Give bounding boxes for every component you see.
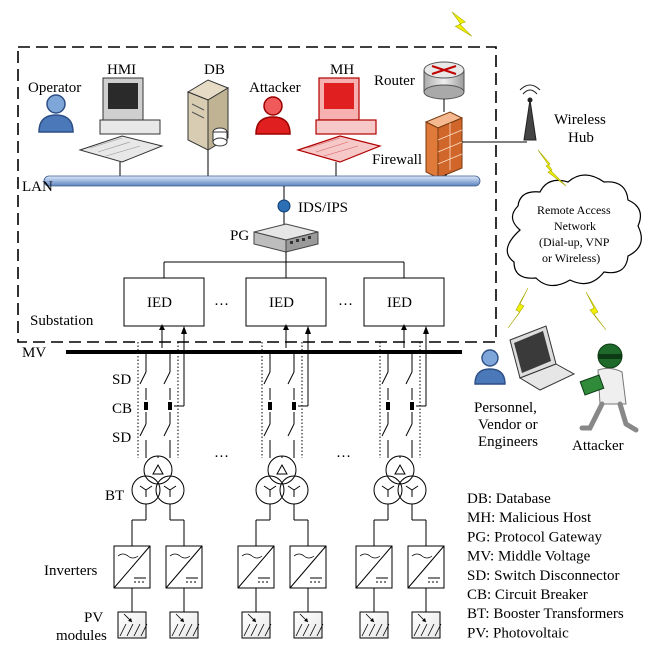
ids-ips-dot [277, 199, 291, 213]
ied-ellipsis-1: … [214, 293, 229, 309]
lan-drops [119, 99, 447, 178]
mh-computer-icon [295, 77, 382, 163]
mh-label: MH [330, 62, 354, 78]
protocol-gateway-icon [253, 223, 319, 253]
personnel-label-3: Engineers [478, 434, 538, 450]
wireless-hub-icon [519, 84, 541, 141]
bay-ellipsis-2: … [336, 445, 351, 461]
lan-label: LAN [22, 179, 53, 195]
pg-ied-links [163, 252, 405, 278]
hub-cloud-bolt [537, 149, 567, 187]
cloud-line-3: (Dial-up, VNP [539, 235, 610, 249]
router-icon [423, 61, 465, 100]
top-lightning-bolt [451, 11, 473, 37]
cloud-line-1: Remote Access [537, 203, 611, 217]
ied-box-1: IED [123, 277, 205, 327]
cloud-line-4: or Wireless) [542, 251, 600, 265]
operator-label: Operator [28, 80, 81, 96]
substation-boundary [17, 46, 497, 343]
legend-entry: MV: Middle Voltage [467, 549, 591, 565]
firewall-label: Firewall [372, 152, 422, 168]
legend-entry: BT: Booster Transformers [467, 606, 624, 622]
attacker-top-label: Attacker [249, 80, 301, 96]
legend-entry: SD: Switch Disconnector [467, 568, 619, 584]
ied-box-3: IED [363, 277, 445, 327]
sd-label-2: SD [112, 430, 131, 446]
attacker-top-icon [255, 96, 291, 135]
ied-ellipsis-2: … [338, 293, 353, 309]
wireless-label: Wireless [554, 112, 606, 128]
sd-label-1: SD [112, 372, 131, 388]
bay-ellipsis-1: … [214, 445, 229, 461]
bay-1 [113, 324, 203, 639]
cb-label: CB [112, 401, 132, 417]
attacker-bottom-icon [579, 343, 639, 433]
db-server-icon [186, 79, 230, 151]
ied-box-2: IED [245, 277, 327, 327]
firewall-icon [424, 111, 464, 179]
lan-bus [43, 175, 481, 187]
substation-label: Substation [30, 313, 94, 329]
bay-2 [237, 324, 327, 639]
router-label: Router [374, 73, 415, 89]
db-label: DB [204, 62, 225, 78]
switchgear-bays [113, 324, 445, 639]
attacker-bottom-label: Attacker [572, 438, 624, 454]
laptop-icon [509, 325, 576, 391]
ids-ips-label: IDS/IPS [298, 200, 348, 216]
cloud-personnel-bolt [507, 287, 529, 329]
mv-label: MV [22, 345, 46, 361]
personnel-label-2: Vendor or [478, 417, 538, 433]
personnel-icon [474, 349, 506, 385]
cloud-attacker-bolt [585, 291, 607, 331]
cloud-line-2: Network [554, 219, 596, 233]
bay-3 [355, 324, 445, 639]
hmi-computer-icon [78, 77, 164, 163]
personnel-label-1: Personnel, [474, 400, 537, 416]
hub-label: Hub [568, 130, 594, 146]
legend-entry: MH: Malicious Host [467, 510, 592, 526]
legend-entry: DB: Database [467, 491, 551, 507]
inverters-label: Inverters [44, 563, 97, 579]
svg-text:IED: IED [147, 295, 172, 311]
hmi-label: HMI [107, 62, 136, 78]
legend-entry: PG: Protocol Gateway [467, 529, 602, 545]
legend-entry: PV: Photovoltaic [467, 625, 569, 641]
operator-icon [38, 94, 74, 133]
pg-label: PG [230, 228, 249, 244]
legend-entry: CB: Circuit Breaker [467, 587, 588, 603]
bt-label: BT [105, 488, 124, 504]
svg-text:IED: IED [387, 295, 412, 311]
modules-label: modules [56, 628, 107, 644]
remote-access-cloud: Remote Access Network (Dial-up, VNP or W… [506, 174, 642, 287]
pv-label: PV [84, 610, 103, 626]
svg-text:IED: IED [269, 295, 294, 311]
